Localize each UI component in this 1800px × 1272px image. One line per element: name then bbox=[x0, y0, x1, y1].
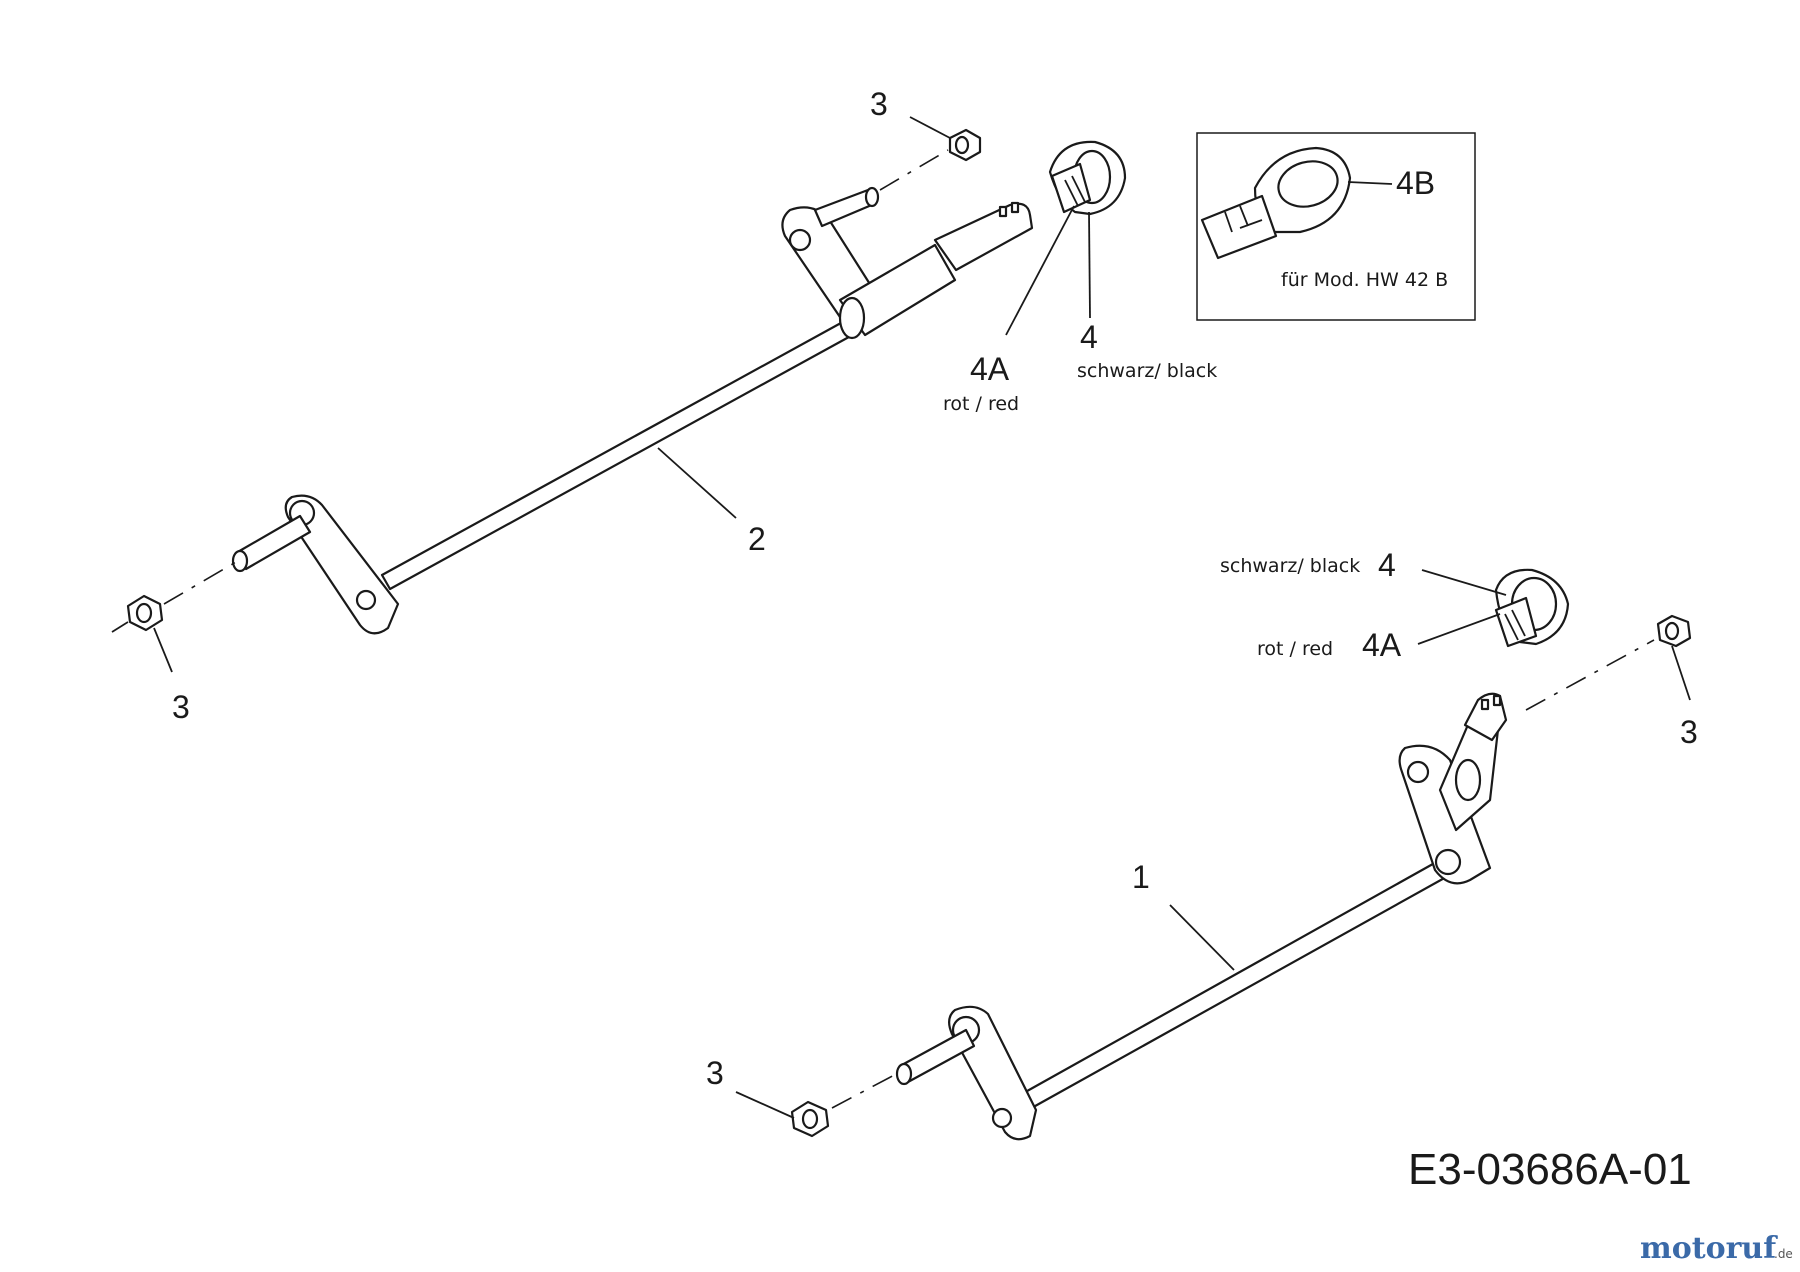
label-inset-note: für Mod. HW 42 B bbox=[1281, 269, 1448, 291]
label-cap-right-alt-color: rot / red bbox=[1257, 638, 1333, 660]
label-nut-left: 3 bbox=[172, 689, 190, 725]
cap-top bbox=[1048, 140, 1127, 216]
front-axle-rod bbox=[1018, 858, 1450, 1112]
front-left-bolt bbox=[991, 1107, 1013, 1129]
watermark-tld: .de bbox=[1774, 1247, 1793, 1261]
rear-axle-assembly bbox=[231, 186, 1034, 635]
rear-right-bolt bbox=[788, 228, 812, 252]
cap-right bbox=[1494, 568, 1570, 648]
label-nut-right: 3 bbox=[1680, 714, 1698, 750]
watermark-brand: motoruf bbox=[1640, 1231, 1778, 1266]
label-cap-right: 4 bbox=[1378, 547, 1396, 583]
inset-cap-stem bbox=[1200, 194, 1278, 260]
label-cap-top: 4 bbox=[1080, 319, 1098, 355]
label-cap-right-color: schwarz/ black bbox=[1220, 555, 1360, 577]
label-cap-top-alt: 4A bbox=[970, 351, 1010, 387]
label-cap-top-alt-color: rot / red bbox=[943, 393, 1019, 415]
diagram-code: E3-03686A-01 bbox=[1408, 1145, 1692, 1194]
label-inset-part: 4B bbox=[1396, 165, 1435, 201]
label-nut-top: 3 bbox=[870, 86, 888, 122]
inset-box bbox=[1196, 132, 1476, 321]
rear-axle-rod bbox=[380, 316, 860, 591]
label-axle-rear: 2 bbox=[748, 521, 766, 557]
nut-top bbox=[879, 128, 982, 191]
nut-bottom bbox=[790, 1071, 901, 1138]
front-axle-assembly bbox=[895, 692, 1508, 1141]
nut-left bbox=[111, 561, 237, 633]
rear-left-bolt bbox=[355, 589, 377, 611]
label-cap-right-alt: 4A bbox=[1362, 627, 1402, 663]
leader-lines bbox=[153, 116, 1691, 1119]
front-right-bolt bbox=[1406, 760, 1430, 784]
label-axle-front: 1 bbox=[1132, 859, 1150, 895]
front-right-pivot bbox=[1434, 848, 1462, 876]
label-nut-bottom: 3 bbox=[706, 1055, 724, 1091]
label-cap-top-color: schwarz/ black bbox=[1077, 360, 1217, 382]
nut-right bbox=[1525, 614, 1692, 711]
watermark-logo: motoruf .de bbox=[1640, 1231, 1793, 1266]
rear-lever-tab bbox=[933, 202, 1034, 272]
